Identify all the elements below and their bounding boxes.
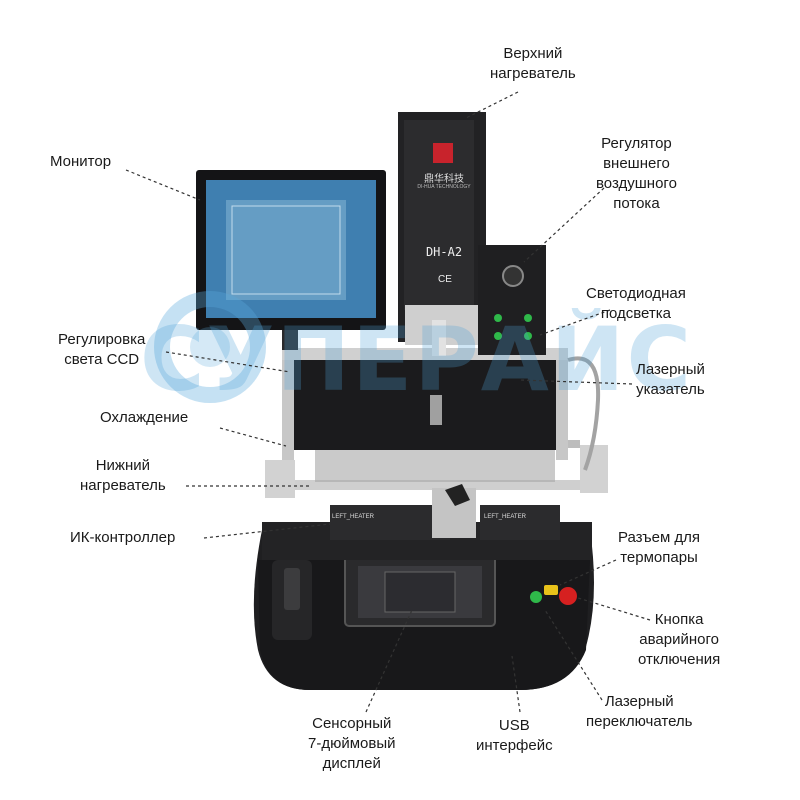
label-thermocouple: Разъем для термопары	[618, 529, 701, 566]
label-ccd: Регулировка света CCD	[58, 331, 146, 368]
ce-mark: CE	[438, 274, 452, 285]
air-flow-knob	[502, 265, 524, 287]
label-bottom-heater: Нижний нагреватель	[80, 457, 166, 494]
label-ir-controller: ИК-контроллер	[70, 529, 176, 546]
emergency-button	[559, 587, 577, 605]
label-usb: USB интерфейс	[476, 717, 553, 754]
label-cooling: Охлаждение	[100, 409, 189, 426]
right-heater-label: LEFT_HEATER	[484, 514, 526, 520]
leader-emergency	[577, 597, 651, 621]
laser-switch	[530, 591, 542, 603]
leader-ir-controller	[203, 523, 331, 539]
leader-ccd	[165, 351, 291, 373]
leader-ext-air	[523, 187, 605, 263]
leader-laser-pointer	[519, 379, 633, 385]
leader-laser-switch	[544, 609, 603, 701]
model-label: DH-A2	[425, 245, 463, 259]
watermark-text: СУПЕРАЙС	[140, 308, 694, 411]
board-rail-front	[270, 480, 580, 490]
brand-en: DI-HUA TECHNOLOGY	[417, 184, 471, 190]
label-top-heater: Верхний нагреватель	[490, 45, 576, 82]
leader-usb	[511, 655, 521, 713]
leader-cooling	[219, 427, 287, 447]
left-heater-label: LEFT_HEATER	[332, 514, 374, 520]
frame-right	[556, 350, 568, 460]
leader-thermocouple	[559, 559, 617, 586]
label-ext-air: Регулятор внешнего воздушного потока	[596, 135, 677, 212]
leader-led	[539, 309, 611, 336]
label-laser-switch: Лазерный переключатель	[586, 693, 693, 730]
brand-cn: 鼎华科技	[424, 174, 464, 185]
leader-monitor	[125, 169, 201, 201]
frame-left	[282, 350, 294, 460]
label-led: Светодиодная подсветка	[586, 285, 686, 322]
label-touch-display: Сенсорный 7-дюймовый дисплей	[308, 715, 396, 772]
label-laser-pointer: Лазерный указатель	[636, 361, 705, 398]
laser-pointer-arm	[567, 356, 601, 471]
watermark-gear-icon	[154, 291, 266, 403]
label-emergency: Кнопка аварийного отключения	[638, 611, 721, 668]
side-control-panel	[478, 245, 546, 355]
leader-top-heater	[465, 91, 519, 119]
leader-touch-display	[365, 609, 413, 713]
label-monitor: Монитор	[50, 153, 112, 170]
